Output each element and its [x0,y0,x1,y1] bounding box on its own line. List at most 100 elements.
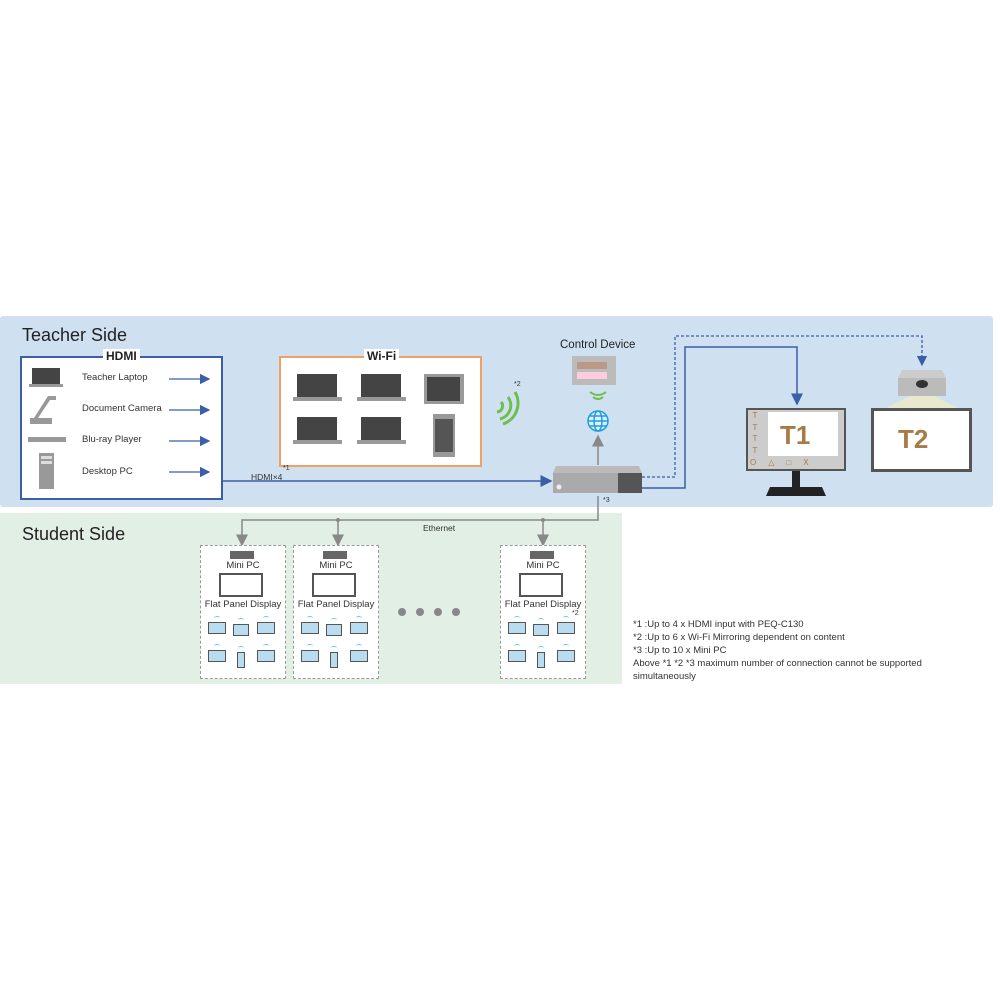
wifi-icon [356,644,362,648]
presentation-hub-icon [553,466,642,493]
device-bluray-player: Blu-ray Player [82,434,142,445]
flat-panel-display-icon [312,573,356,597]
student-laptop-icon [257,622,275,634]
wifi-icon [214,616,220,620]
wifi-laptop-icon [293,374,342,401]
desktop-pc-icon [39,453,54,489]
student-laptop-icon [350,622,368,634]
note-2: *2 :Up to 6 x Wi-Fi Mirroring dependent … [633,632,845,643]
hdmi-link-note: *1 [283,465,290,472]
mini-pc-icon [323,551,347,559]
projector-icon [886,370,958,408]
student-tablet-icon [533,624,549,636]
teacher-side-title: Teacher Side [22,325,128,345]
student-laptop-icon [508,650,526,662]
student-tablet-icon [233,624,249,636]
ethernet-junctions [336,518,545,522]
t2-screen-icon [871,408,972,472]
wifi-icon [514,644,520,648]
control-wifi-icon [589,391,607,400]
mini-pc-label: Mini PC [526,560,560,571]
mini-pc-label: Mini PC [226,560,260,571]
ethernet-lines [236,496,599,547]
shape: △ [768,458,775,467]
t2-label: T2 [898,424,929,454]
wifi-laptop-icon [357,374,406,401]
student-laptop-icon [350,650,368,662]
student-laptop-icon [508,622,526,634]
mini-pc-icon [530,551,554,559]
wifi-icon [263,644,269,648]
wifi-laptop-icon [293,417,342,444]
t1-monitor-icon [746,408,846,496]
wifi-icon [356,616,362,620]
student-laptop-icon [208,622,226,634]
note-4: Above *1 *2 *3 maximum number of connect… [633,658,922,682]
flat-panel-display-icon [519,573,563,597]
wifi-icon [214,644,220,648]
student-laptop-icon [301,650,319,662]
note-3: *3 :Up to 10 x Mini PC [633,645,727,656]
student-phone-icon [537,652,545,668]
hub-note: *3 [603,497,610,504]
wifi-icon [307,616,313,620]
wifi-icon [538,646,544,650]
mini-pc-icon [230,551,254,559]
device-desktop-pc: Desktop PC [82,466,133,477]
wifi-icon [331,618,337,622]
wifi-signal-icon [496,391,520,426]
shape: □ [786,458,792,467]
smartphone-icon [433,414,455,457]
flat-panel-display-label: Flat Panel Display [504,599,582,610]
tablet-icon [424,374,464,404]
flat-panel-display-icon [219,573,263,597]
t1-shape-bar: O△□X [750,458,809,467]
student-laptop-icon [557,650,575,662]
mini-pc-label: Mini PC [319,560,353,571]
bluray-player-icon [28,437,66,442]
wifi-icon [307,644,313,648]
tool: T [752,445,758,455]
control-device-label: Control Device [560,339,636,351]
wifi-title: Wi-Fi [364,349,400,363]
more-groups-ellipsis [398,608,460,616]
student-laptop-icon [208,650,226,662]
wifi-icon [238,618,244,622]
wifi-icon [563,644,569,648]
student-laptop-icon [257,650,275,662]
wifi-icon [538,618,544,622]
hdmi-title: HDMI [103,349,140,363]
flat-panel-display-label: Flat Panel Display [204,599,282,610]
t1-label: T1 [780,420,811,450]
student-phone-icon [330,652,338,668]
flat-panel-display-label: Flat Panel Display [297,599,375,610]
tool: T [752,434,758,443]
wifi-icon [563,616,569,620]
t1-output-line [642,346,803,489]
laptop-icon [29,368,63,387]
wifi-note: *2 [514,381,521,388]
wifi-icon [263,616,269,620]
tool: T [752,411,758,420]
device-teacher-laptop: Teacher Laptop [82,372,148,383]
wifi-laptop-icon [357,417,406,444]
tool: T [752,422,758,432]
shape: X [803,458,809,467]
wifi-icon [514,616,520,620]
ethernet-label: Ethernet [423,523,456,533]
student-phone-icon [237,652,245,668]
globe-icon [587,410,609,432]
device-document-camera: Document Camera [82,403,162,414]
group-note: *2 [572,610,579,617]
student-laptop-icon [301,622,319,634]
wifi-icon [238,646,244,650]
hdmi-arrows [169,373,211,478]
student-side-title: Student Side [22,524,126,544]
hdmi-link-label: HDMI×4 [251,472,283,482]
t2-output-line-dashed [642,335,928,478]
student-tablet-icon [326,624,342,636]
control-device-icon [572,356,616,385]
student-laptop-icon [557,622,575,634]
